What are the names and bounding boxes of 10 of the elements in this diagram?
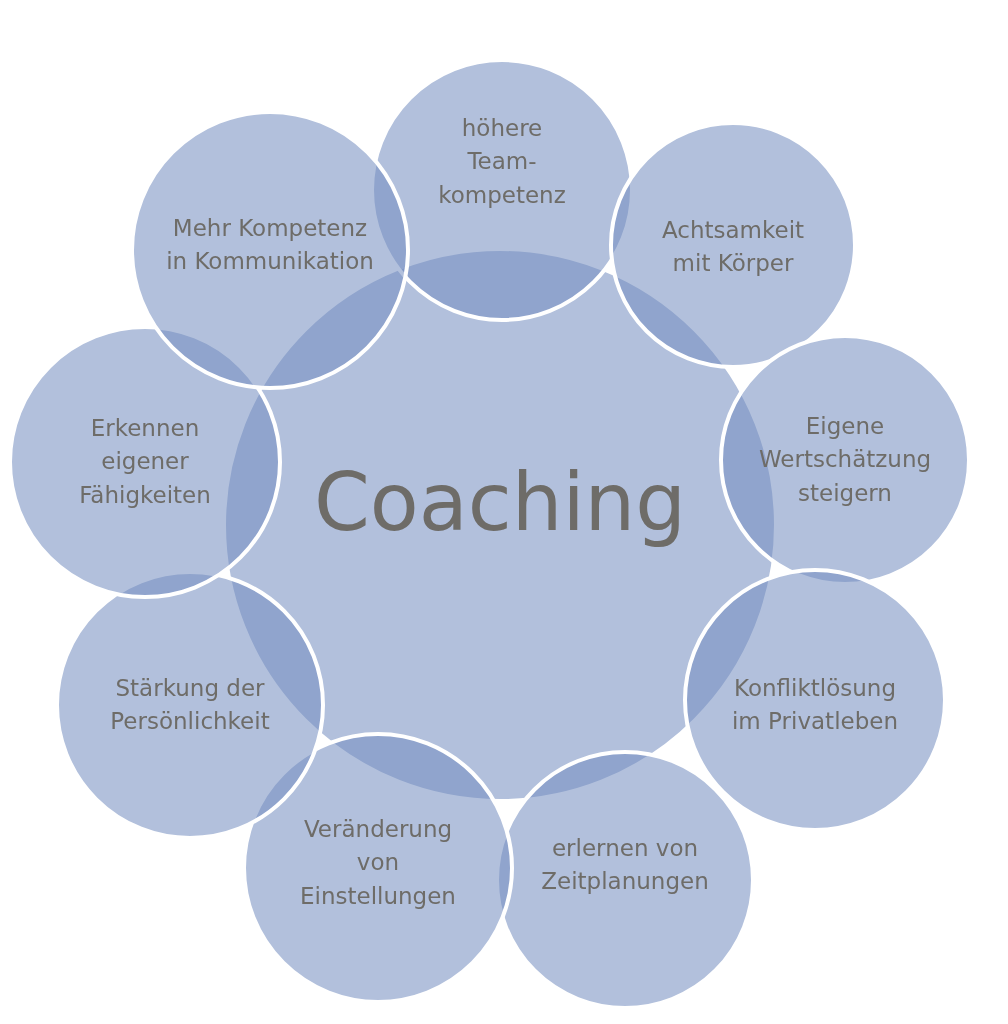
- circle-label: Stärkung der Persönlichkeit: [109, 673, 271, 736]
- center-title: Coaching: [312, 459, 688, 547]
- circle-label: Mehr Kompetenz in Kommunikation: [165, 213, 375, 276]
- circle-label: Eigene Wertschätzung steigern: [757, 412, 933, 508]
- circle-label: Erkennen eigener Fähigkeiten: [78, 414, 212, 510]
- circle-label: erlernen von Zeitplanungen: [540, 833, 710, 896]
- circle-label: Veränderung von Einstellungen: [299, 815, 457, 911]
- circle-label: höhere Team-kompetenz: [437, 114, 567, 210]
- circle-label: Achtsamkeit mit Körper: [660, 215, 806, 278]
- circle-label: Konfliktlösung im Privatleben: [731, 673, 899, 736]
